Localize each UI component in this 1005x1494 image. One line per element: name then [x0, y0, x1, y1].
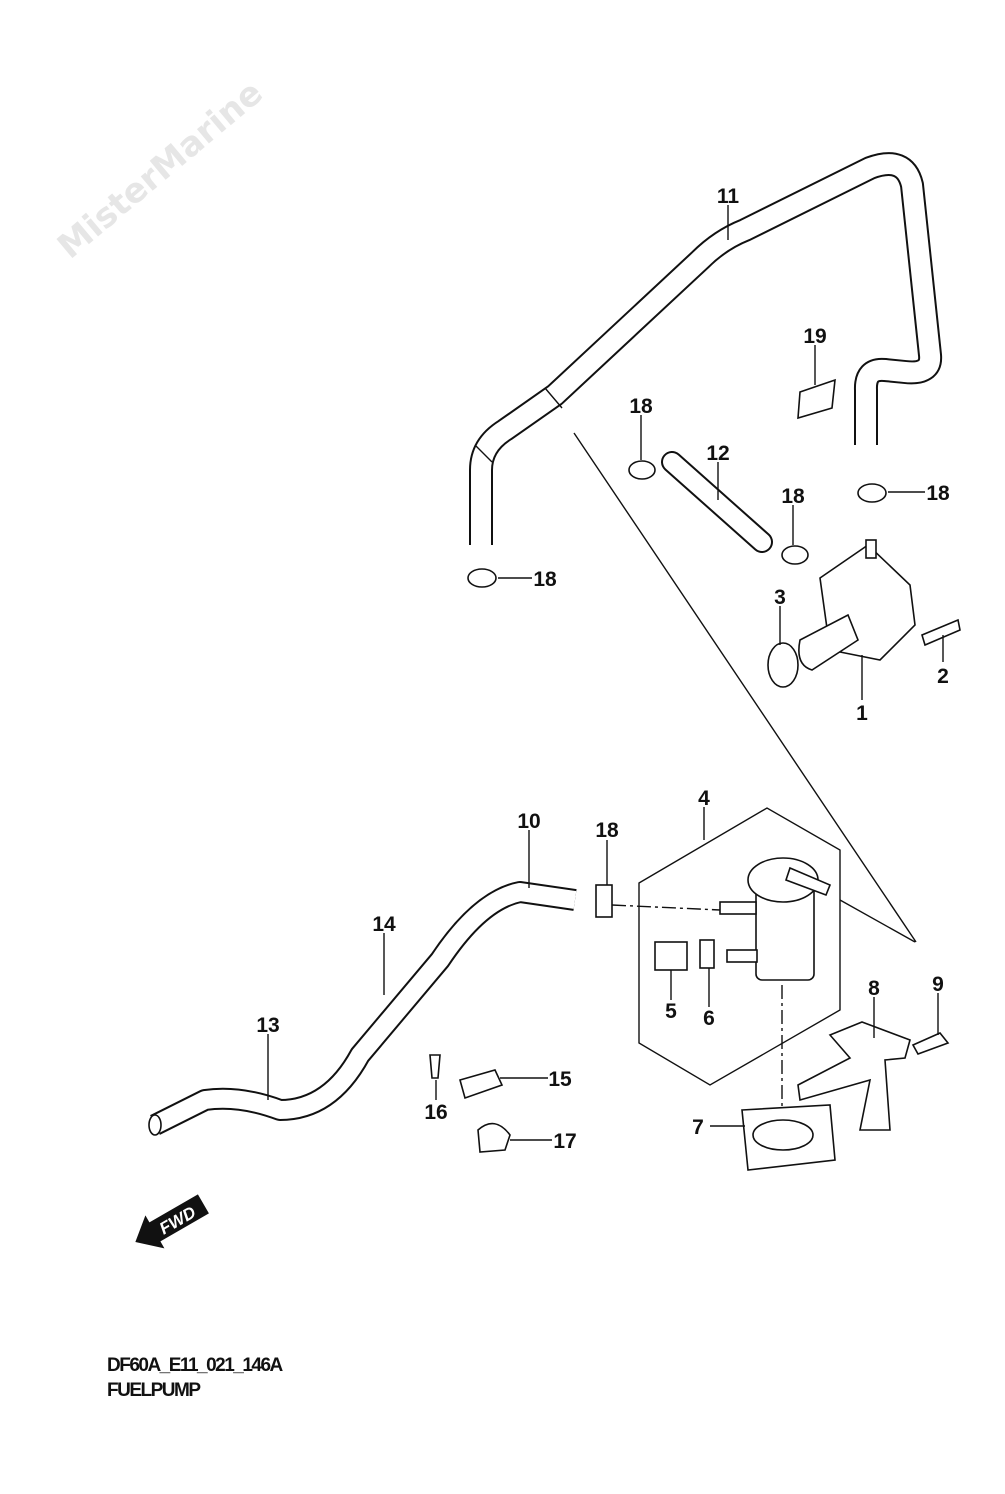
callout-7: 7	[692, 1116, 704, 1139]
filter-holder-7	[741, 1104, 836, 1171]
callout-4: 4	[698, 787, 710, 810]
callout-18: 18	[629, 395, 653, 418]
callout-8: 8	[868, 977, 880, 1000]
diagram-title: FUELPUMP	[107, 1380, 201, 1401]
callout-16: 16	[424, 1101, 447, 1124]
callout-15: 15	[548, 1068, 572, 1091]
clip-6	[699, 939, 715, 969]
fuel-filter	[654, 857, 832, 981]
callout-2: 2	[937, 665, 949, 688]
bolt-9	[911, 1032, 950, 1055]
callout-17: 17	[553, 1130, 576, 1153]
diagram-code: DF60A_E11_021_146A	[107, 1355, 283, 1376]
fwd-direction-badge: FWD	[135, 1194, 209, 1249]
callout-19: 19	[803, 325, 826, 348]
callout-10: 10	[517, 810, 540, 833]
callout-1: 1	[856, 702, 868, 725]
assembly-lines	[611, 904, 783, 1110]
callout-18: 18	[595, 819, 619, 842]
fuel-pump-1	[767, 539, 961, 688]
callout-18: 18	[533, 568, 557, 591]
filter-sleeve-5	[654, 941, 688, 971]
clip-19	[797, 378, 836, 420]
callout-11: 11	[717, 185, 740, 208]
callout-9: 9	[932, 973, 944, 996]
callout-18: 18	[926, 482, 950, 505]
bolt-16	[429, 1054, 441, 1079]
clamp-17	[477, 1122, 511, 1153]
callout-6: 6	[703, 1007, 715, 1030]
hose-12	[661, 451, 773, 553]
callout-14: 14	[372, 913, 396, 936]
callout-18: 18	[781, 485, 805, 508]
fuel-filter-group-4	[638, 807, 841, 1086]
bracket-8	[797, 1021, 911, 1131]
callout-13: 13	[256, 1014, 279, 1037]
hose-11	[469, 152, 943, 545]
reference-lines	[573, 432, 917, 943]
watermark-text: MisterMarine	[50, 73, 271, 267]
hose-clips-18	[467, 460, 887, 918]
plate-15	[459, 1069, 504, 1100]
callout-5: 5	[665, 1000, 677, 1023]
o-ring-3	[767, 642, 799, 688]
callout-3: 3	[774, 586, 786, 609]
bolt-2	[921, 618, 961, 647]
leader-lines	[267, 205, 944, 1141]
callout-12: 12	[706, 442, 729, 465]
watermark-layer: MisterMarine	[50, 73, 271, 267]
hose-10-13-14	[148, 881, 577, 1136]
